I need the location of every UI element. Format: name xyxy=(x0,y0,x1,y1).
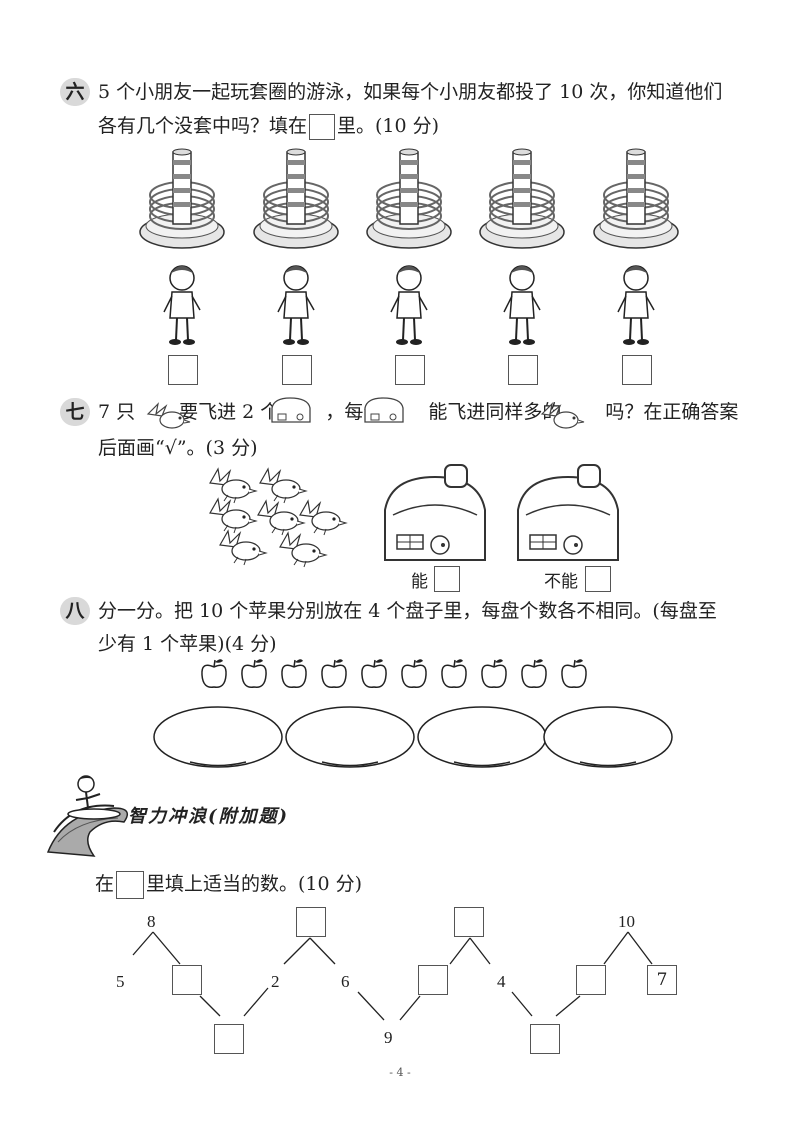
tree4-top: 10 xyxy=(618,912,635,931)
apples-and-plates xyxy=(153,659,673,768)
q6-text-1: 5 个小朋友一起玩套圈的游泳，如果每个小朋友都投了 10 次，你知道他们 xyxy=(98,81,723,103)
bird-7 xyxy=(279,531,328,568)
apple-4 xyxy=(321,659,347,688)
number-trees xyxy=(132,931,653,1021)
q6-inline-box xyxy=(309,114,336,140)
bird-flock xyxy=(209,467,348,568)
tree2-right: 6 xyxy=(341,972,350,991)
apple-7 xyxy=(441,659,467,688)
q6-text-2b: 里。(10 分) xyxy=(337,115,440,137)
apple-6 xyxy=(401,659,427,688)
house-large-2 xyxy=(517,464,619,561)
tree1-top: 8 xyxy=(147,912,156,931)
tree4-right-box: 7 xyxy=(647,965,677,995)
bird-6 xyxy=(219,529,268,566)
apple-1 xyxy=(201,659,227,688)
bird-icon-inline-1 xyxy=(146,402,191,429)
bonus-inline-box xyxy=(116,871,145,899)
option-yes-label: 能 xyxy=(411,572,428,592)
q6-text-2a: 各有几个没套中吗？填在 xyxy=(98,115,308,137)
tree1-right-box[interactable] xyxy=(172,965,202,995)
ring-toss-4 xyxy=(479,148,565,249)
plate-3 xyxy=(417,706,547,768)
q6-answer-box-2[interactable] xyxy=(282,355,312,385)
q7-illustration xyxy=(209,464,619,568)
q6-number: 六 xyxy=(60,78,90,106)
q7-text-2: 要飞进 2 个 xyxy=(179,401,280,423)
q6-answer-box-1[interactable] xyxy=(168,355,198,385)
plate-2 xyxy=(285,706,415,768)
q7-text-4: 能飞进同样多的 xyxy=(428,401,562,423)
q6-answer-box-3[interactable] xyxy=(395,355,425,385)
q7-inline-icons xyxy=(146,397,585,429)
q6-line1: 六 5 个小朋友一起玩套圈的游泳，如果每个小朋友都投了 10 次，你知道他们 xyxy=(60,78,722,106)
apple-9 xyxy=(521,659,547,688)
bonus-instr-a: 在 xyxy=(95,873,115,895)
plate-4 xyxy=(543,706,673,768)
q6-line2: 各有几个没套中吗？填在 里。(10 分) xyxy=(98,112,439,140)
option-no-label: 不能 xyxy=(544,572,578,592)
ring-toss-5 xyxy=(593,148,679,249)
q8-text-2: 少有 1 个苹果)(4 分) xyxy=(98,633,277,655)
bird-icon-inline-2 xyxy=(540,402,585,429)
q8-number: 八 xyxy=(60,597,90,625)
option-yes-box[interactable] xyxy=(434,566,460,592)
tree4-left-box[interactable] xyxy=(576,965,606,995)
ring-toss-2 xyxy=(253,148,339,249)
bird-1 xyxy=(209,467,258,504)
house-icon-inline-2 xyxy=(364,397,404,423)
child-1 xyxy=(163,265,201,345)
q6-answer-box-5[interactable] xyxy=(622,355,652,385)
bird-4 xyxy=(257,499,306,536)
child-2 xyxy=(277,265,315,345)
bird-3 xyxy=(209,497,258,534)
q8-line2: 少有 1 个苹果)(4 分) xyxy=(98,630,277,658)
child-5 xyxy=(617,265,655,345)
surfer-illustration xyxy=(46,775,129,857)
page-number: - 4 - xyxy=(389,1066,411,1079)
apple-5 xyxy=(361,659,387,688)
house-icon-inline-1 xyxy=(271,397,311,423)
apple-10 xyxy=(561,659,587,688)
q7-text-5: 吗？在正确答案 xyxy=(605,401,739,423)
apple-3 xyxy=(281,659,307,688)
q7-text-6: 后面画“√”。(3 分) xyxy=(98,437,258,459)
plate-row xyxy=(153,706,673,768)
bonus-instruction: 在 里填上适当的数。(10 分) xyxy=(95,870,362,899)
house-large-1 xyxy=(384,464,486,561)
apple-2 xyxy=(241,659,267,688)
tree2-bottom: 9 xyxy=(384,1028,393,1047)
apple-row xyxy=(201,659,587,688)
bonus-instr-b: 里填上适当的数。(10 分) xyxy=(146,873,363,895)
bird-5 xyxy=(299,499,348,536)
ring-toss-1 xyxy=(139,148,225,249)
q6-answer-box-4[interactable] xyxy=(508,355,538,385)
tree1-left: 5 xyxy=(116,972,125,991)
tree2-top-box[interactable] xyxy=(296,907,326,937)
q7-number: 七 xyxy=(60,398,90,426)
tree3-left-box[interactable] xyxy=(418,965,448,995)
option-no-box[interactable] xyxy=(585,566,611,592)
tree2-left: 2 xyxy=(271,972,280,991)
child-4 xyxy=(503,265,541,345)
q7-line2: 后面画“√”。(3 分) xyxy=(98,434,258,462)
child-3 xyxy=(390,265,428,345)
tree3-right: 4 xyxy=(497,972,506,991)
plate-1 xyxy=(153,706,283,768)
tree3-bottom-box[interactable] xyxy=(530,1024,560,1054)
ring-toss-illustrations xyxy=(139,148,679,345)
bonus-title: 智力冲浪(附加题) xyxy=(128,806,290,827)
tree3-top-box[interactable] xyxy=(454,907,484,937)
ring-toss-3 xyxy=(366,148,452,249)
tree1-bottom-box[interactable] xyxy=(214,1024,244,1054)
bird-2 xyxy=(259,467,308,504)
apple-8 xyxy=(481,659,507,688)
q7-text-1: 7 只 xyxy=(98,401,136,423)
q8-line1: 八分一分。把 10 个苹果分别放在 4 个盘子里，每盘个数各不相同。(每盘至 xyxy=(60,597,717,625)
q8-text-1: 分一分。把 10 个苹果分别放在 4 个盘子里，每盘个数各不相同。(每盘至 xyxy=(98,600,717,622)
